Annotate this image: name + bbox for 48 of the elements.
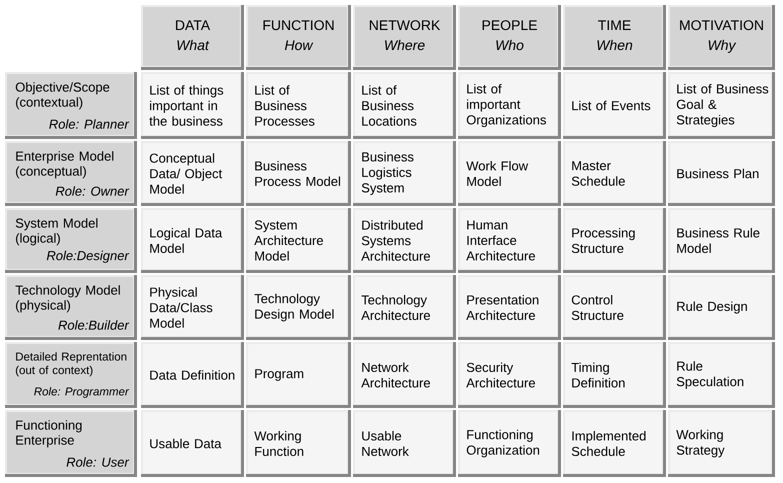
table-cell: Technology Design Model (246, 275, 351, 340)
table-cell: Physical Data/Class Model (141, 275, 244, 340)
table-cell: PEOPLE Who (458, 5, 561, 70)
table-cell: Timing Definition (563, 342, 666, 408)
table-cell: List of important Organizations (458, 72, 561, 139)
table-cell: Usable Data (141, 410, 244, 477)
table-cell: List of things important in the business (141, 72, 244, 139)
table-cell: Implemented Schedule (563, 410, 666, 477)
table-cell: FUNCTION How (246, 5, 351, 70)
table-cell: Usable Network (353, 410, 456, 477)
table-cell: Working Strategy (668, 410, 775, 477)
table-cell: Business Logistics System (353, 141, 456, 206)
table-cell: Human Interface Architecture (458, 208, 561, 273)
table-cell: Working Function (246, 410, 351, 477)
table-cell: TIME When (563, 5, 666, 70)
table-cell: Enterprise Model (conceptual) Role: Owner (5, 141, 137, 206)
table-cell: List of Business Processes (246, 72, 351, 139)
table-cell: Data Definition (141, 342, 244, 408)
table-cell: Network Architecture (353, 342, 456, 408)
table-cell: NETWORK Where (353, 5, 456, 70)
table-cell: Presentation Architecture (458, 275, 561, 340)
table-cell: System Model (logical) Role:Designer (5, 208, 137, 273)
table-cell: List of Business Goal & Strategies (668, 72, 775, 139)
table-cell: Detailed Reprentation (out of context) Role: Programmer (5, 342, 137, 408)
table-cell: MOTIVATION Why (668, 5, 775, 70)
table-cell: Control Structure (563, 275, 666, 340)
table-cell: Functioning Enterprise Role: User (5, 410, 137, 477)
table-cell: Business Rule Model (668, 208, 775, 273)
table-cell: Master Schedule (563, 141, 666, 206)
table-cell: Conceptual Data/ Object Model (141, 141, 244, 206)
table-cell: Rule Design (668, 275, 775, 340)
table-cell: Business Process Model (246, 141, 351, 206)
table-cell: Technology Architecture (353, 275, 456, 340)
table-cell: Program (246, 342, 351, 408)
table-cell: List of Events (563, 72, 666, 139)
table-cell: Security Architecture (458, 342, 561, 408)
table-cell: Business Plan (668, 141, 775, 206)
table-cell: DATA What (141, 5, 244, 70)
table-cell: Work Flow Model (458, 141, 561, 206)
table-cell: Technology Model (physical) Role:Builder (5, 275, 137, 340)
table-cell: Functioning Organization (458, 410, 561, 477)
table-cell: Logical Data Model (141, 208, 244, 273)
table-cell: List of Business Locations (353, 72, 456, 139)
table-cell: Rule Speculation (668, 342, 775, 408)
table-cell: Processing Structure (563, 208, 666, 273)
table-cell: Objective/Scope (contextual) Role: Planner (5, 72, 137, 139)
table-cell: System Architecture Model (246, 208, 351, 273)
table-cell: Distributed Systems Architecture (353, 208, 456, 273)
